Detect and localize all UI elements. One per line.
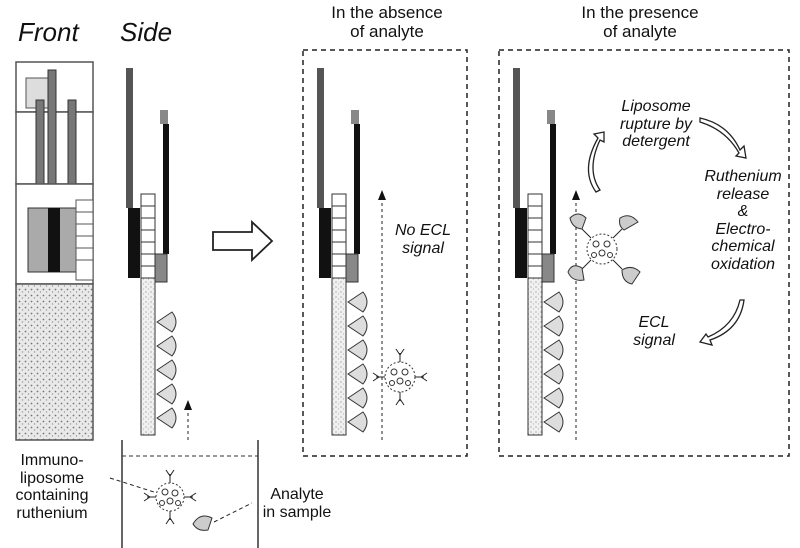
cycle-arrows <box>587 117 747 346</box>
presence-panel-title: In the presence of analyte <box>581 3 699 41</box>
process-arrow-icon <box>212 219 274 263</box>
front-heading: Front <box>18 17 79 47</box>
immunoliposome-label: Immuno- liposome containing ruthenium <box>15 452 89 522</box>
immunoliposome-absence <box>372 348 428 406</box>
immunoliposome-bound-analyte <box>567 213 641 285</box>
side-heading: Side <box>120 17 173 47</box>
side-view-device <box>109 68 259 548</box>
ecl-signal-label: ECL signal <box>633 314 675 349</box>
liposome-rupture-label: Liposome rupture by detergent <box>619 98 693 151</box>
absence-panel <box>302 49 468 457</box>
ruthenium-release-label: Ruthenium release & Electro- chemical ox… <box>704 168 782 273</box>
analyte-in-sample-shape <box>192 515 213 531</box>
absence-panel-title: In the absence of analyte <box>331 3 443 41</box>
no-ecl-signal-label: No ECL signal <box>394 222 452 257</box>
immunoliposome-in-sample <box>143 469 197 525</box>
presence-panel <box>498 49 790 457</box>
side-antibody-row <box>156 311 177 429</box>
front-view-device <box>15 61 94 441</box>
analyte-in-sample-label: Analyte in sample <box>262 486 332 521</box>
